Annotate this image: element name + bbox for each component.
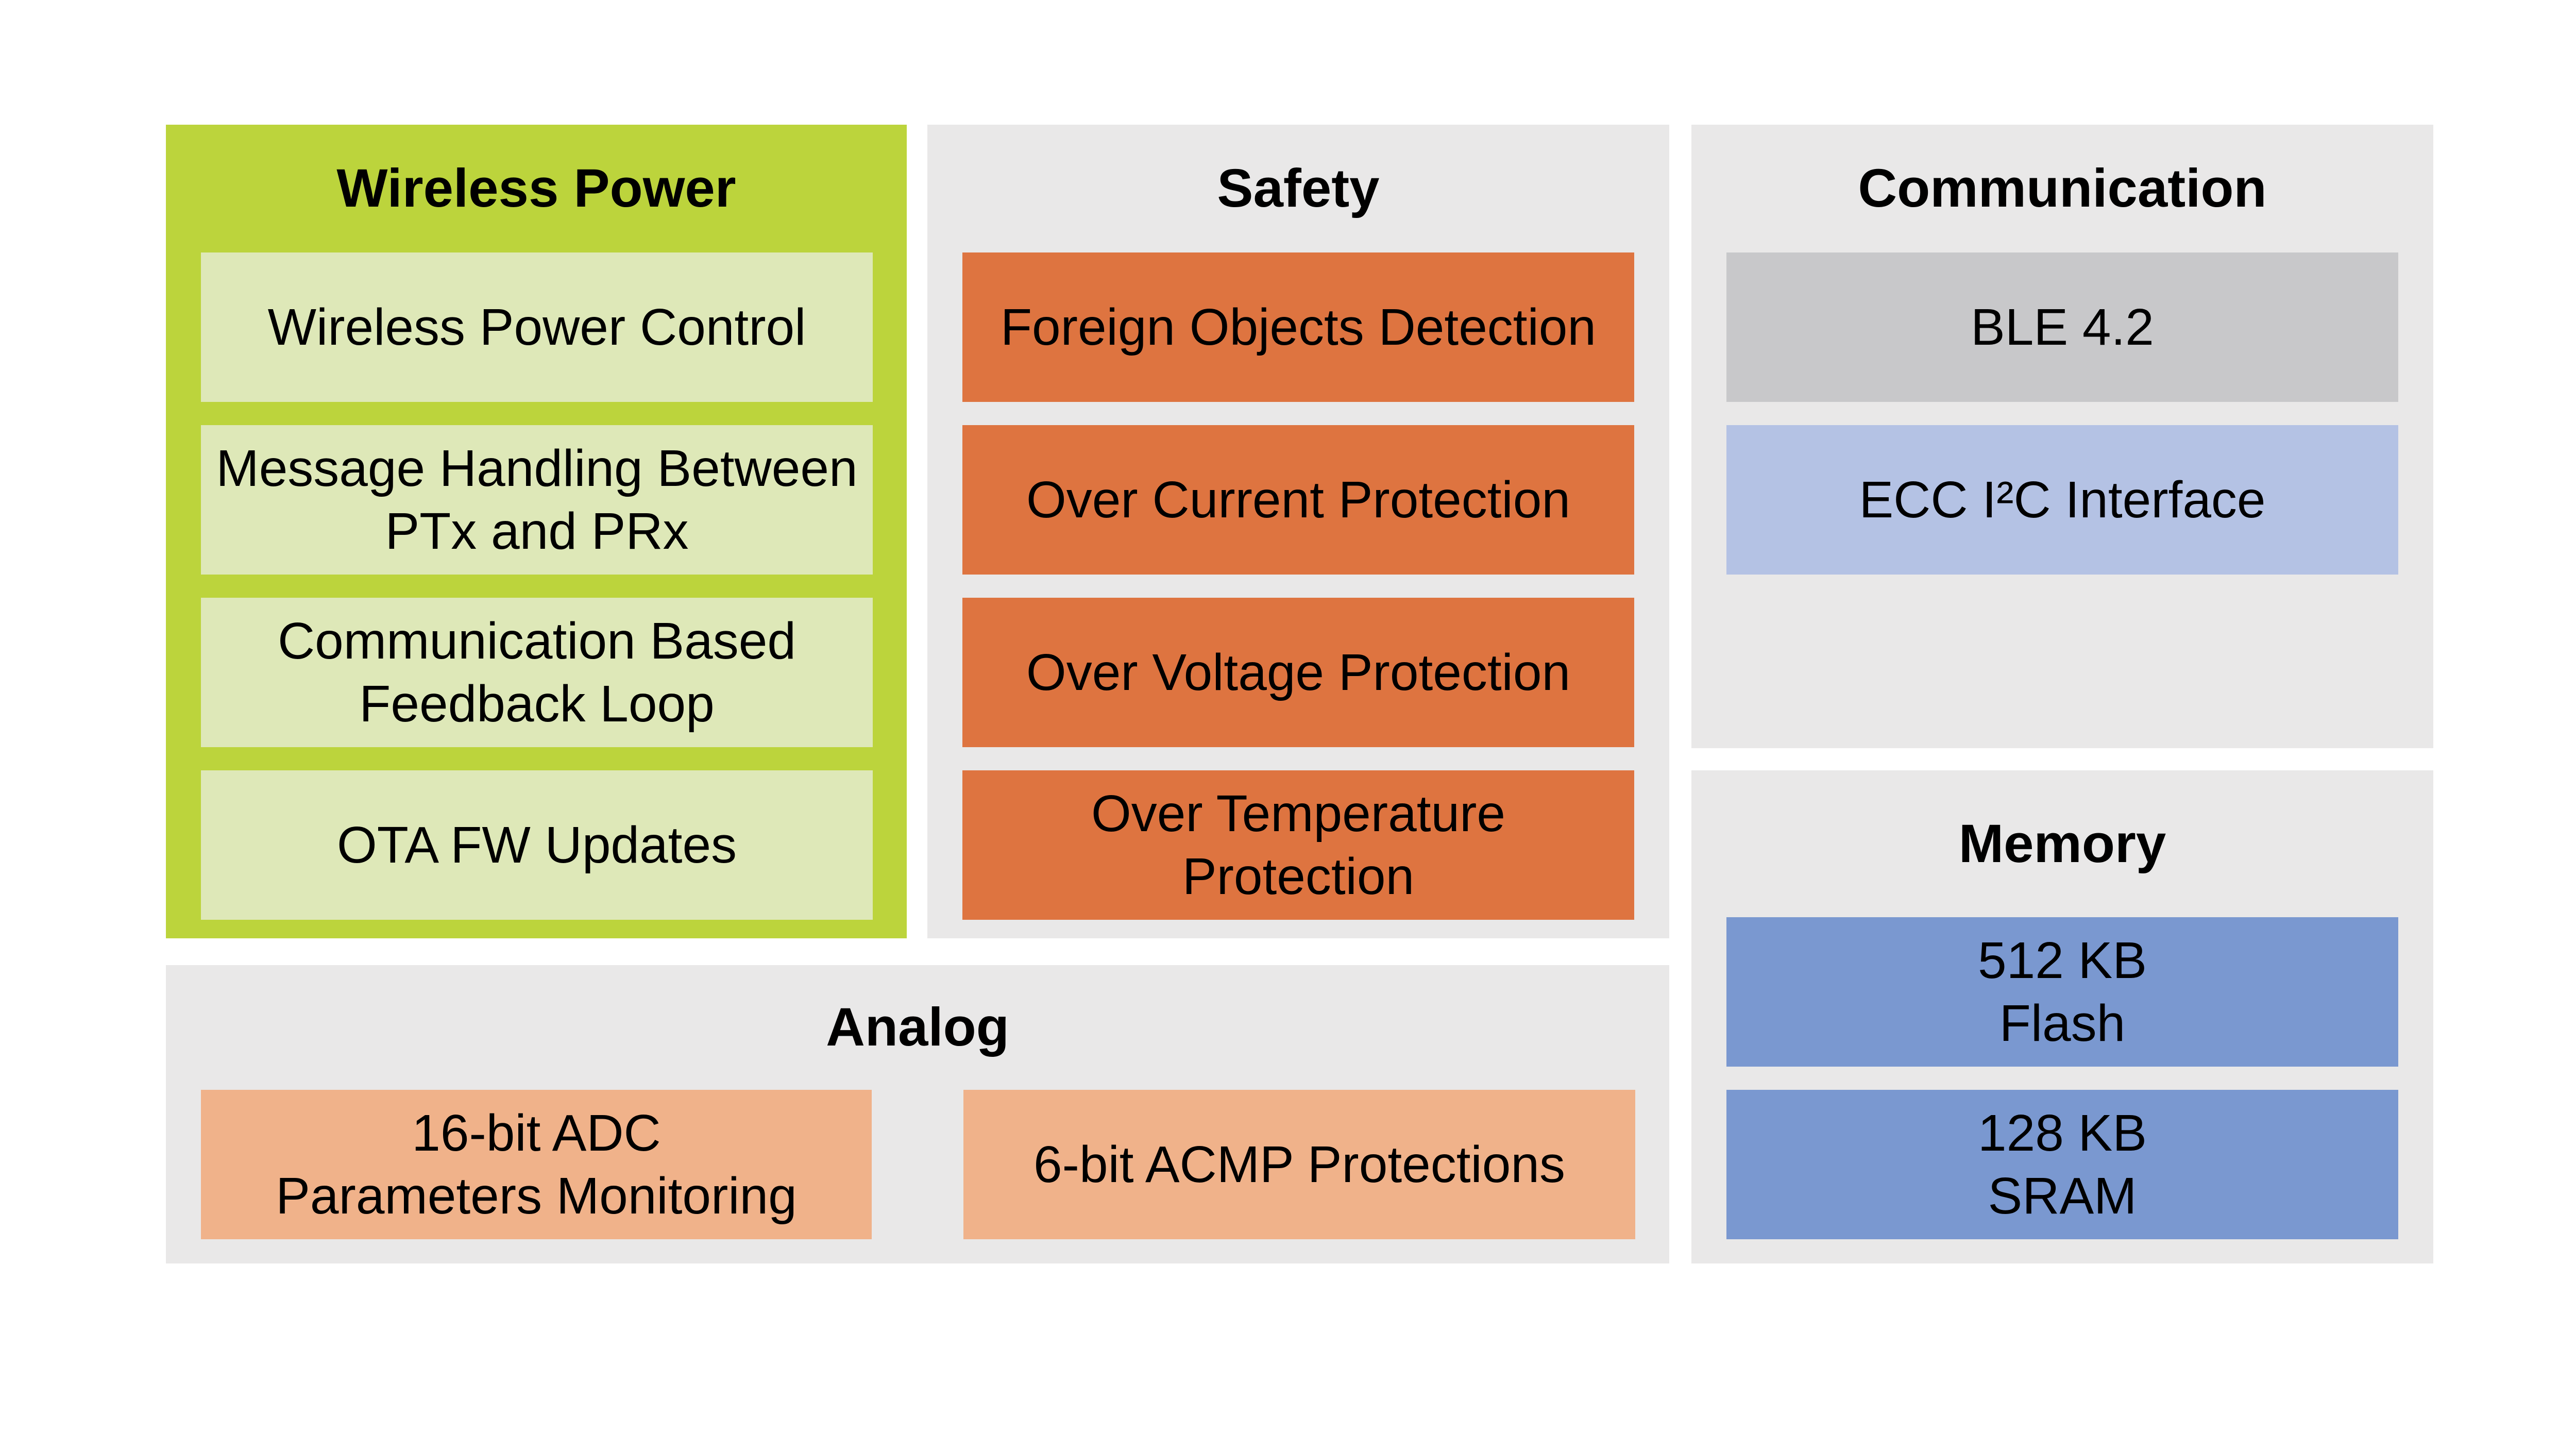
block-communication-based-feedback-loop: Communication Based Feedback Loop [201, 598, 873, 747]
block-label: 6-bit ACMP Protections [1033, 1136, 1565, 1193]
communication-title: Communication [1858, 158, 2267, 218]
analog-title: Analog [826, 997, 1009, 1057]
block-label-line: Protection [1182, 848, 1415, 905]
block-wireless-power-control: Wireless Power Control [201, 252, 873, 402]
block-label-line: 16-bit ADC [412, 1104, 661, 1162]
block-ecc-i2c-interface: ECC I²C Interface [1726, 425, 2398, 575]
block-6bit-acmp-protections: 6-bit ACMP Protections [963, 1090, 1635, 1239]
block-16bit-adc-parameters-monitoring: 16-bit ADC Parameters Monitoring [201, 1090, 872, 1239]
safety-panel: Safety Foreign Objects Detection Over Cu… [927, 125, 1669, 938]
block-label: OTA FW Updates [336, 816, 737, 874]
block-label: Over Voltage Protection [1026, 644, 1571, 701]
block-label: Over Current Protection [1026, 471, 1570, 529]
block-over-voltage-protection: Over Voltage Protection [962, 598, 1634, 747]
block-ota-fw-updates: OTA FW Updates [201, 770, 873, 920]
block-label: BLE 4.2 [1971, 298, 2154, 356]
memory-panel: Memory 512 KB Flash 128 KB SRAM [1691, 770, 2433, 1263]
communication-panel: Communication BLE 4.2 ECC I²C Interface [1691, 125, 2433, 748]
memory-title: Memory [1958, 813, 2166, 874]
block-128kb-sram: 128 KB SRAM [1726, 1090, 2398, 1239]
wireless-power-title: Wireless Power [336, 158, 736, 218]
block-label-line: Parameters Monitoring [276, 1167, 797, 1225]
block-label-line: SRAM [1988, 1167, 2137, 1225]
block-label-line: Flash [1999, 994, 2126, 1052]
block-512kb-flash: 512 KB Flash [1726, 917, 2398, 1067]
block-label-line: Feedback Loop [359, 675, 715, 733]
block-message-handling-ptx-prx: Message Handling Between PTx and PRx [201, 425, 873, 575]
block-label-line: Communication Based [277, 612, 796, 670]
block-label: ECC I²C Interface [1859, 471, 2266, 529]
block-label-line: 512 KB [1977, 932, 2147, 989]
block-label-line: 128 KB [1977, 1104, 2147, 1162]
block-foreign-objects-detection: Foreign Objects Detection [962, 252, 1634, 402]
block-label-line: Message Handling Between [216, 440, 858, 497]
block-over-temperature-protection: Over Temperature Protection [962, 770, 1634, 920]
block-label-line: Over Temperature [1091, 785, 1506, 842]
wireless-power-panel: Wireless Power Wireless Power Control Me… [166, 125, 907, 938]
block-label-line: PTx and PRx [385, 502, 689, 560]
block-over-current-protection: Over Current Protection [962, 425, 1634, 575]
block-ble-4-2: BLE 4.2 [1726, 252, 2398, 402]
block-label: Foreign Objects Detection [1000, 298, 1597, 356]
safety-title: Safety [1217, 158, 1380, 218]
analog-panel: Analog 16-bit ADC Parameters Monitoring … [166, 965, 1669, 1263]
block-label: Wireless Power Control [267, 298, 806, 356]
